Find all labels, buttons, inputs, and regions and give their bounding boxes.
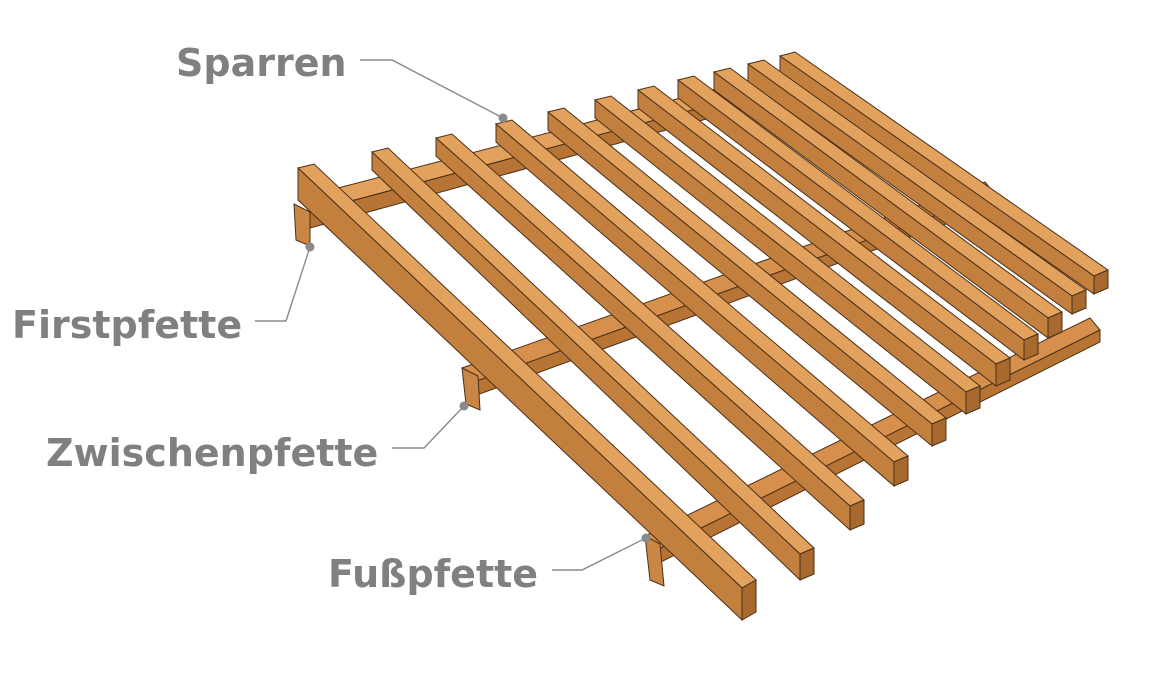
fusspfette-leader [552, 537, 647, 571]
zwischenpfette-end [461, 367, 481, 411]
sparren-dot [498, 113, 508, 123]
fusspfette-dot [641, 533, 651, 543]
zwischenpfette-label: Zwischenpfette [46, 431, 378, 475]
rafter [746, 59, 1088, 315]
firstpfette-label: Firstpfette [12, 303, 242, 347]
rafter [296, 163, 757, 622]
rafters [296, 51, 1110, 622]
fusspfette-end [644, 535, 665, 587]
rafter [546, 107, 947, 448]
firstpfette-end [293, 203, 311, 247]
zwischenpfette-dot [459, 401, 469, 411]
zwischenpfette-leader [392, 405, 465, 449]
rafter [434, 133, 865, 532]
sparren-label: Sparren [176, 41, 347, 85]
sparren-leader [360, 59, 504, 119]
rafter [676, 75, 1039, 362]
rafter [494, 119, 909, 488]
labels: Sparren Firstpfette Zwischenpfette Fußpf… [12, 41, 538, 596]
rafter [778, 51, 1110, 295]
rafter [370, 147, 815, 582]
firstpfette-dot [305, 242, 315, 252]
rafter [636, 85, 1011, 388]
rafter [712, 67, 1064, 339]
firstpfette-leader [255, 246, 311, 322]
leaders [255, 59, 651, 571]
rafter [593, 95, 981, 416]
fusspfette-label: Fußpfette [328, 552, 538, 596]
